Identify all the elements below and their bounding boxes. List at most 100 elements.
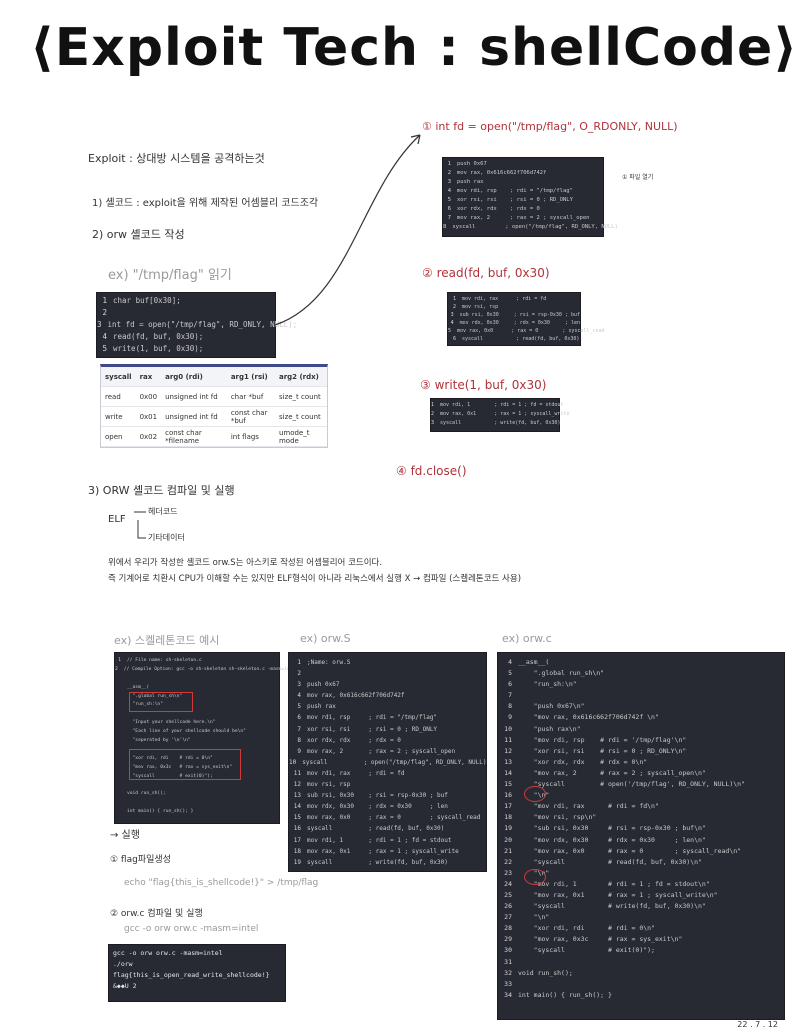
line-text: "mov rdi, rsp # rdi = '/tmp/flag'\n" [518, 735, 687, 744]
line-number: 6 [447, 206, 451, 212]
line-number: 5 [508, 669, 512, 678]
line-number: 2 [115, 666, 118, 672]
line-text: syscall ; write(fd, buf, 0x30) [440, 420, 561, 426]
line-text: mov rax, 0x1 ; rax = 1 ; syscall_write [440, 411, 570, 417]
line-text: mov rdi, 1 ; rdi = 1 ; fd = stdout [440, 402, 564, 408]
line-number: 5 [102, 344, 107, 353]
table-cell: unsigned int fd [161, 406, 227, 427]
line-text: "push rax\n" [518, 724, 581, 733]
line-text: "mov rax, 0x0 # rax = 0 ; syscall_read\n… [518, 846, 742, 855]
code-line: 15 "syscall # open('/tmp/flag', RD_ONLY,… [498, 779, 784, 790]
orw-c-circle-1 [524, 786, 546, 802]
line-text: mov rdx, 0x30 ; rdx = 0x30 ; len [459, 320, 580, 326]
run-sub2: ② orw.c 컴파일 및 실행 [110, 909, 203, 919]
table-cell: const char *filename [161, 426, 227, 447]
line-number: 22 [504, 857, 512, 866]
line-text: mov rax, 0x616c662f706d742f [307, 692, 405, 700]
line-number: 2 [452, 304, 456, 310]
line-text: push rax [307, 703, 336, 711]
line-text: "syscall # exit(0)"); [518, 946, 655, 955]
line-text: "mov rax, 0x616c662f706d742f \n" [518, 713, 659, 722]
code-line: 2// Compile Option: gcc -o sh-skeleton s… [115, 666, 298, 675]
line-number: 15 [504, 780, 512, 789]
line-text: mov rdi, rax ; rdi = fd [462, 296, 547, 302]
code-line: 13 "xor rdx, rdx # rdx = 0\n" [498, 757, 784, 768]
section3-desc1: 위에서 우리가 작성한 셸코드 orw.S는 아스키로 작성된 어셈블리어 코드… [108, 558, 383, 568]
code-line: 12 "xor rsi, rsi # rsi = 0 ; RD_ONLY\n" [498, 746, 784, 757]
code-line: "mov rax, 0x3c # rax = sys_exit\n" [115, 764, 279, 773]
code-line: 10 "push rax\n" [498, 724, 784, 735]
line-text: mov rsi, rsp [462, 304, 499, 310]
line-text: "mov rax, 0x1 # rax = 1 ; syscall_write\… [518, 890, 718, 899]
line-number: 12 [293, 781, 301, 789]
table-cell: size_t count [274, 386, 327, 407]
terminal-line: ./orw [113, 960, 133, 968]
line-text: "Each line of your shellcode should be\n… [127, 729, 246, 735]
step3-label: ③ write(1, buf, 0x30) [420, 378, 547, 392]
line-number: 5 [447, 197, 451, 203]
code-line [115, 675, 279, 684]
intro-item2: 2) orw 셸코드 작성 [92, 228, 185, 241]
code-line: 27 "\n" [498, 912, 784, 923]
line-text: ".global run_sh\n" [127, 693, 183, 699]
code-line: 2 mov rax, 0x1 ; rax = 1 ; syscall_write [431, 410, 569, 419]
table-cell: read [101, 386, 136, 407]
code-line: 2 mov rsi, rsp [448, 303, 580, 311]
line-number: 2 [297, 670, 301, 678]
table-cell: 0x02 [135, 426, 162, 447]
code-line: 8 "push 0x67\n" [498, 701, 784, 712]
line-text: "mov rax, 0x3c # rax = sys_exit\n" [127, 764, 233, 770]
line-text: "seperated by '\n'\n" [127, 738, 191, 744]
line-number: 8 [443, 224, 447, 230]
line-number: 30 [504, 946, 512, 955]
table-header-cell: arg0 (rdi) [161, 367, 227, 387]
code-line: "seperated by '\n'\n" [115, 737, 279, 746]
code-line: "Input your shellcode here.\n" [115, 719, 279, 728]
line-number: 16 [504, 791, 512, 800]
line-number: 20 [504, 835, 512, 844]
code-line: 2 [97, 307, 275, 319]
line-text: "sub rsi, 0x30 # rsi = rsp-0x30 ; buf\n" [518, 824, 706, 833]
line-number: 27 [504, 913, 512, 922]
line-number: 4 [508, 658, 512, 666]
line-number: 1 [102, 296, 107, 305]
table-header-cell: syscall [101, 367, 136, 387]
orw-c-code-block: 4__asm__(5 ".global run_sh\n"6 "run_sh:\… [497, 652, 785, 1020]
code-line: 21 "mov rax, 0x0 # rax = 0 ; syscall_rea… [498, 846, 784, 857]
example-label: ex) "/tmp/flag" 읽기 [108, 268, 232, 283]
line-number: 25 [504, 890, 512, 899]
code-line: "syscall # exit(0)"); [115, 773, 279, 782]
line-number: 18 [504, 813, 512, 822]
line-text: push 0x67 [457, 161, 487, 167]
line-number: 8 [508, 702, 512, 711]
line-number: 23 [504, 868, 512, 877]
line-number: 9 [508, 713, 512, 722]
line-text: xor rdx, rdx ; rdx = 0 [457, 206, 540, 212]
line-text: "syscall # read(fd, buf, 0x30)\n" [518, 857, 702, 866]
code-line: void run_sh(); [115, 790, 279, 799]
line-number: 2 [431, 411, 435, 417]
skeleton-label: ex) 스켈레톤코드 예시 [114, 634, 220, 647]
line-text: __asm__( [127, 684, 150, 690]
line-number: 3 [297, 681, 301, 689]
code-line: __asm__( [115, 684, 279, 693]
line-number: 13 [504, 757, 512, 766]
